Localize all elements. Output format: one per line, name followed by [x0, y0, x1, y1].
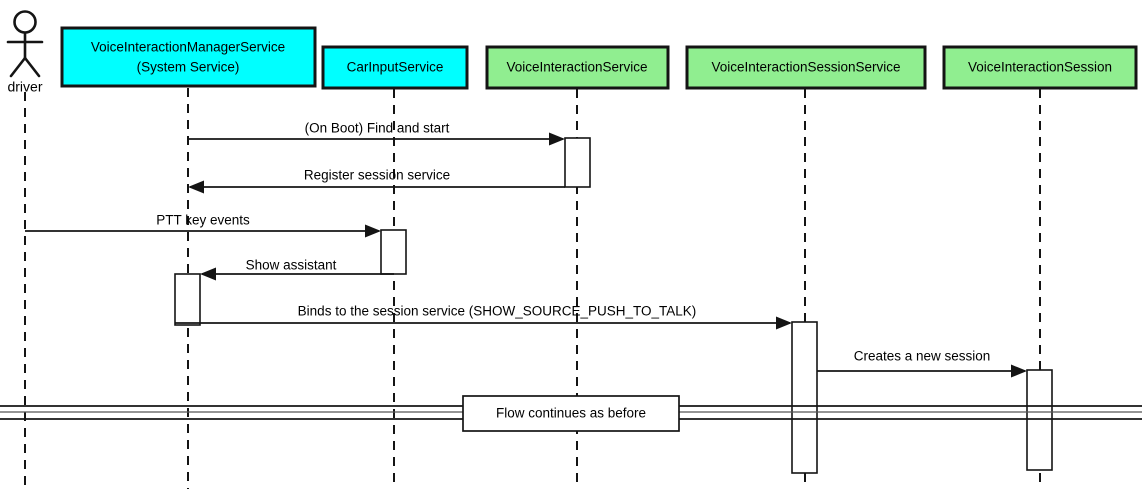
- actor-leg-right-icon: [23, 56, 41, 78]
- messages-group: (On Boot) Find and start Register sessio…: [25, 121, 1027, 378]
- message-ptt-key-events[interactable]: PTT key events: [25, 213, 381, 238]
- participant-vims[interactable]: VoiceInteractionManagerService (System S…: [60, 26, 317, 88]
- message-label-register-session-service: Register session service: [304, 168, 450, 183]
- participant-label-vis: VoiceInteractionService: [506, 60, 647, 75]
- message-creates-new-session[interactable]: Creates a new session: [817, 349, 1027, 378]
- participant-boxes-group: VoiceInteractionManagerService (System S…: [60, 26, 1138, 90]
- actor-label-driver: driver: [7, 79, 42, 95]
- participant-label-vims-line1: VoiceInteractionManagerService: [91, 40, 285, 55]
- arrow-head-right-icon: [549, 132, 565, 146]
- participant-vsessionservice[interactable]: VoiceInteractionSessionService: [685, 45, 927, 90]
- participant-box-vis[interactable]: [485, 45, 670, 90]
- message-label-binds-session-service: Binds to the session service (SHOW_SOURC…: [298, 304, 697, 319]
- message-show-assistant[interactable]: Show assistant: [200, 258, 394, 281]
- message-find-and-start[interactable]: (On Boot) Find and start: [188, 121, 565, 146]
- activation-vsession-create: [1026, 369, 1053, 471]
- actor-driver: driver: [6, 10, 44, 95]
- arrow-head-right-icon: [776, 316, 792, 330]
- actor-leg-left-icon: [9, 56, 27, 78]
- participant-label-vims-line2: (System Service): [137, 60, 240, 75]
- participant-box-vsession[interactable]: [942, 45, 1138, 90]
- participant-box-vims[interactable]: [60, 26, 317, 88]
- message-label-find-and-start: (On Boot) Find and start: [305, 121, 450, 136]
- participant-label-vsession: VoiceInteractionSession: [968, 60, 1112, 75]
- activation-vsessionservice-bind: [791, 321, 818, 474]
- message-label-ptt-key-events: PTT key events: [156, 213, 250, 228]
- arrow-head-left-icon: [200, 267, 216, 281]
- activation-vims-show: [174, 273, 201, 326]
- actor-head-icon: [13, 10, 37, 34]
- message-binds-session-service[interactable]: Binds to the session service (SHOW_SOURC…: [175, 304, 792, 330]
- activations-group: [174, 137, 1053, 474]
- activation-vis-boot: [564, 137, 591, 188]
- participant-vis[interactable]: VoiceInteractionService: [485, 45, 670, 90]
- participant-label-vsessionservice: VoiceInteractionSessionService: [711, 60, 900, 75]
- arrow-head-right-icon: [1011, 364, 1027, 378]
- participant-carinput[interactable]: CarInputService: [321, 45, 469, 90]
- message-label-creates-new-session: Creates a new session: [854, 349, 991, 364]
- participant-box-vsessionservice[interactable]: [685, 45, 927, 90]
- flow-continues-divider: Flow continues as before: [0, 395, 1142, 432]
- activation-carinput-ptt: [380, 229, 407, 275]
- divider-note-label: Flow continues as before: [496, 406, 646, 421]
- message-label-show-assistant: Show assistant: [246, 258, 337, 273]
- arrow-head-right-icon: [365, 224, 381, 238]
- message-register-session-service[interactable]: Register session service: [188, 168, 565, 194]
- divider-note-box: [462, 395, 680, 432]
- arrow-head-left-icon: [188, 180, 204, 194]
- participant-label-carinput: CarInputService: [347, 60, 444, 75]
- participant-box-carinput[interactable]: [321, 45, 469, 90]
- participant-vsession[interactable]: VoiceInteractionSession: [942, 45, 1138, 90]
